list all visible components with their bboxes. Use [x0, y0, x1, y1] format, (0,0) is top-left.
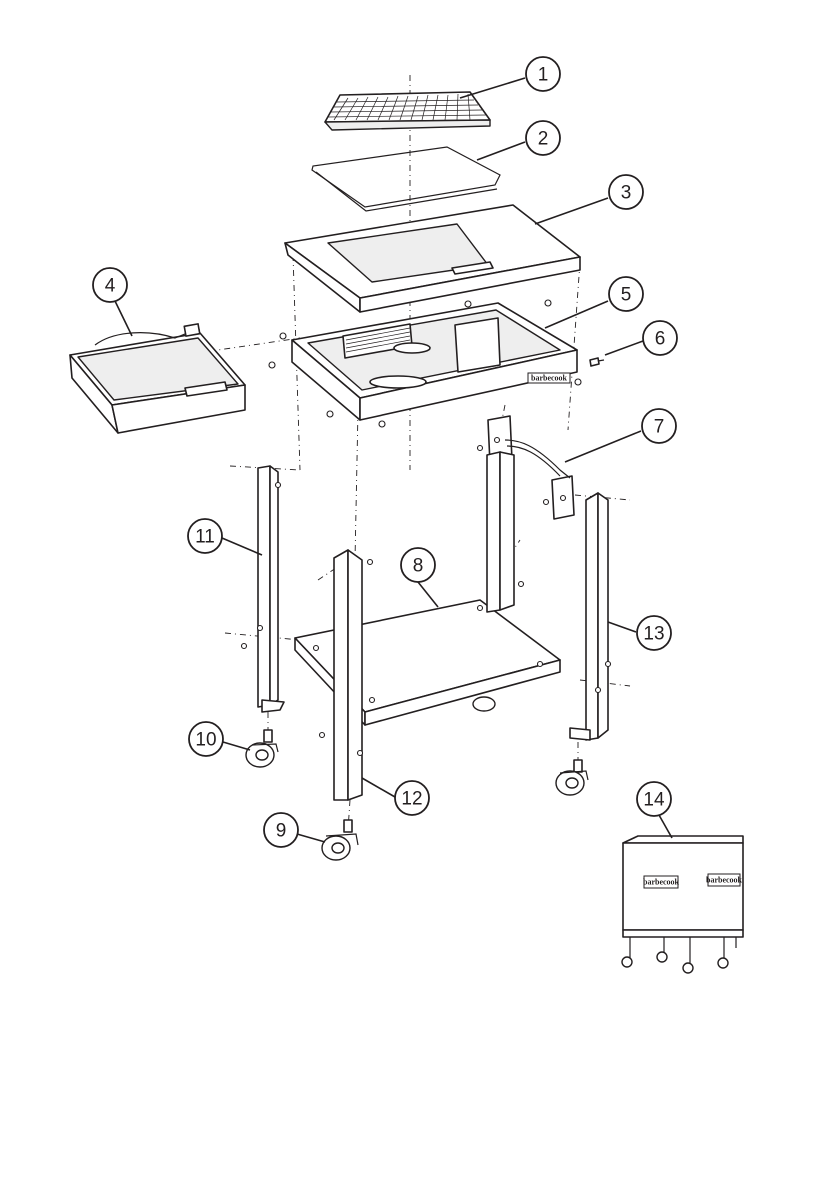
- callout-3: 3: [609, 175, 643, 209]
- callout-9: 9: [264, 813, 298, 847]
- cover-logo-right: barbecook: [706, 876, 743, 885]
- callout-10-number: 10: [195, 730, 216, 751]
- callout-5: 5: [609, 277, 643, 311]
- part-9-caster-wheel: [322, 820, 358, 860]
- part-2-wire-rack: [312, 147, 500, 211]
- callout-1-number: 1: [538, 65, 549, 86]
- callout-4-number: 4: [105, 276, 116, 297]
- callout-3-number: 3: [621, 183, 632, 204]
- callout-11: 11: [188, 519, 222, 553]
- body-logo: barbecook: [531, 374, 568, 383]
- part-10-caster-wheel: [246, 730, 278, 767]
- callout-12-number: 12: [401, 789, 422, 810]
- callout-7-number: 7: [654, 417, 665, 438]
- callout-2-number: 2: [538, 129, 549, 150]
- part-6-screw: [590, 358, 604, 366]
- callout-6-number: 6: [655, 329, 666, 350]
- right-caster-wheel: [556, 760, 588, 795]
- callout-9-number: 9: [276, 821, 287, 842]
- callout-12: 12: [395, 781, 429, 815]
- callout-5-number: 5: [621, 285, 632, 306]
- part-13-right-leg: [519, 493, 611, 740]
- callout-2: 2: [526, 121, 560, 155]
- callout-10: 10: [189, 722, 223, 756]
- part-14-assembled-unit: barbecook barbecook: [622, 836, 743, 973]
- part-4-hob-module: [70, 324, 245, 433]
- callout-4: 4: [93, 268, 127, 302]
- back-right-leg: [487, 452, 514, 612]
- callout-8: 8: [401, 548, 435, 582]
- callout-14: 14: [637, 782, 671, 816]
- part-11-left-leg: [242, 466, 285, 712]
- callout-7: 7: [642, 409, 676, 443]
- callout-13-number: 13: [643, 624, 664, 645]
- callout-1: 1: [526, 57, 560, 91]
- callout-8-number: 8: [413, 556, 424, 577]
- cover-logo-left: barbecook: [643, 878, 680, 887]
- callout-6: 6: [643, 321, 677, 355]
- callout-13: 13: [637, 616, 671, 650]
- part-5-body: barbecook: [269, 300, 581, 427]
- part-3-lid: [285, 205, 580, 312]
- part-1-grill-grid: [325, 92, 490, 130]
- callout-11-number: 11: [195, 527, 215, 548]
- callout-14-number: 14: [643, 790, 665, 811]
